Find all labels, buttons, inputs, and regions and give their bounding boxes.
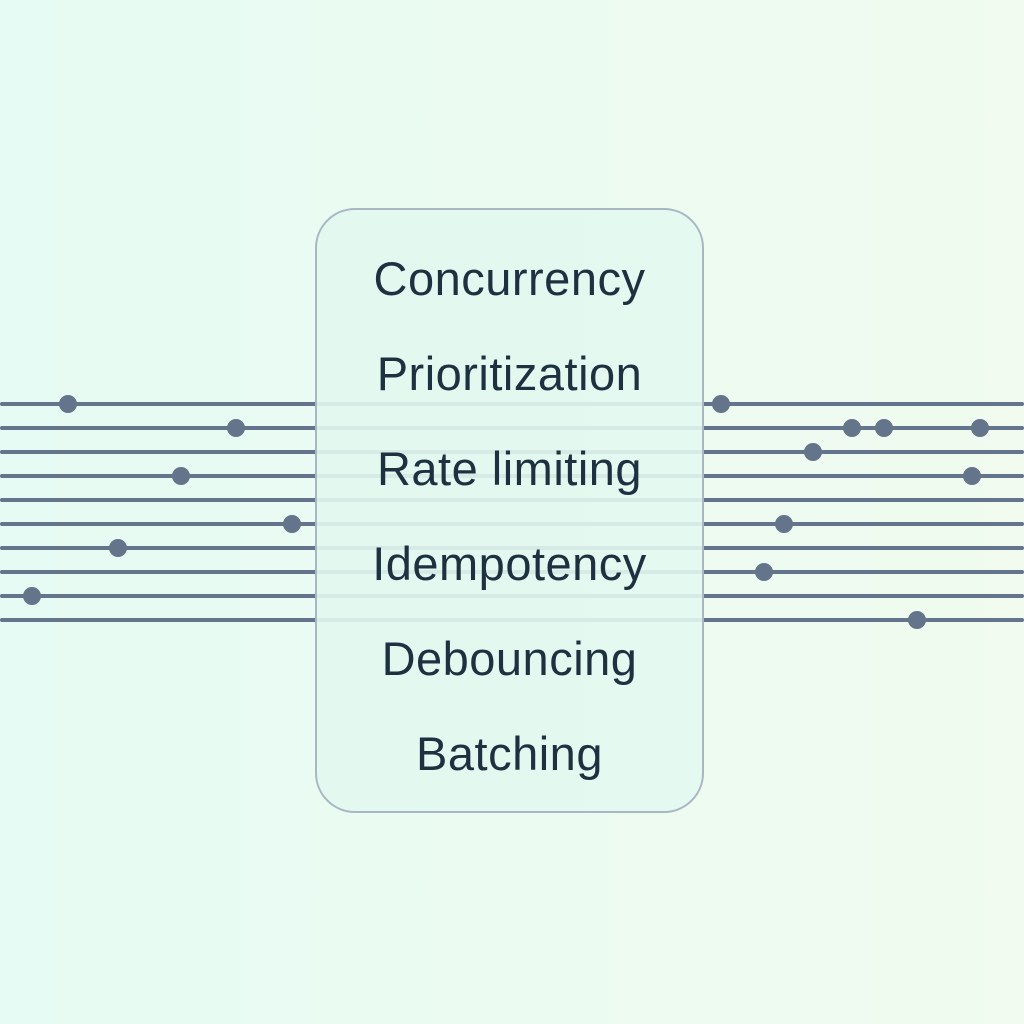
concept-label-idempotency: Idempotency	[372, 537, 647, 590]
concept-label-rate-limiting: Rate limiting	[376, 442, 643, 495]
stream-dot	[59, 395, 77, 413]
stream-dot	[712, 395, 730, 413]
stream-dot	[963, 467, 981, 485]
stream-dot	[908, 611, 926, 629]
stream-dot	[971, 419, 989, 437]
stream-dot	[283, 515, 301, 533]
stream-dot	[227, 419, 245, 437]
stream-dot	[172, 467, 190, 485]
concept-label-debouncing: Debouncing	[381, 632, 638, 685]
stream-dot	[109, 539, 127, 557]
concept-card: Concurrency Prioritization Rate limiting…	[315, 208, 704, 813]
stream-dot	[23, 587, 41, 605]
stream-dot	[804, 443, 822, 461]
stream-dot	[843, 419, 861, 437]
concept-label-prioritization: Prioritization	[376, 347, 643, 400]
concept-label-batching: Batching	[416, 727, 603, 780]
stream-dot	[875, 419, 893, 437]
stream-dot	[755, 563, 773, 581]
concept-label-concurrency: Concurrency	[373, 252, 646, 305]
stream-dot	[775, 515, 793, 533]
